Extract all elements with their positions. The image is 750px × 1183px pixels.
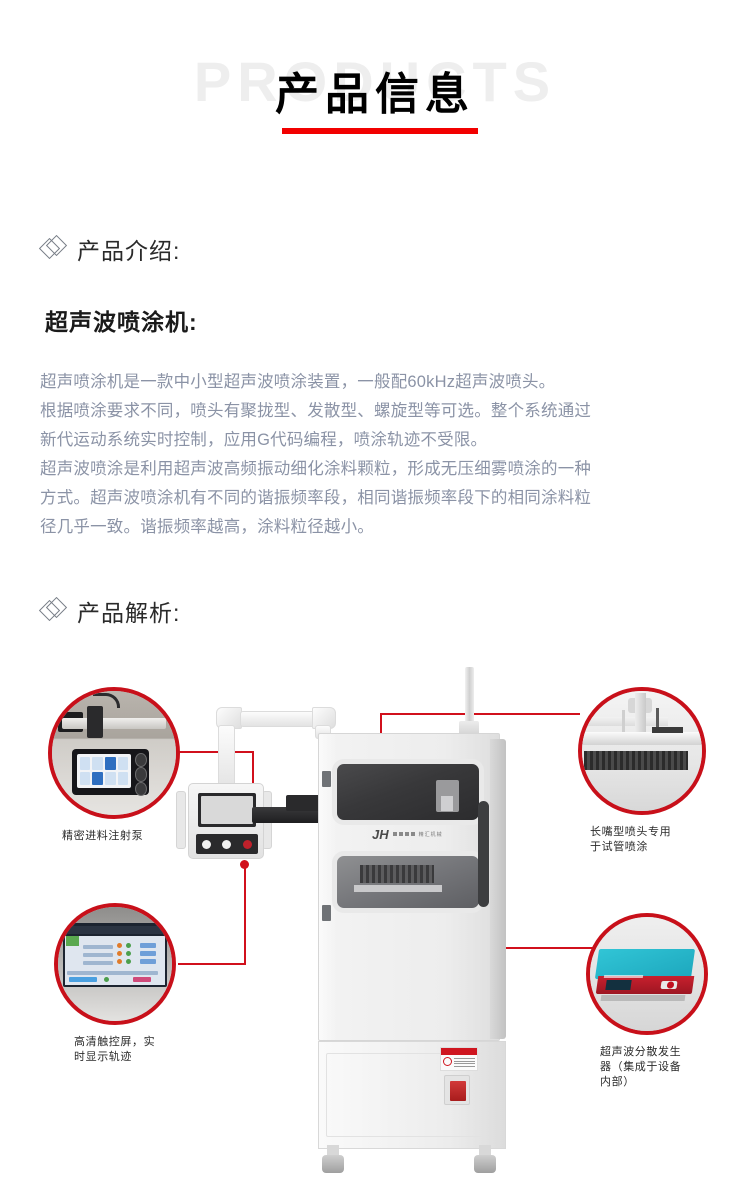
callout-top-left-label: 精密进料注射泵 <box>62 830 144 842</box>
lower-viewing-window <box>332 851 484 913</box>
connector-line-bottom-left <box>178 963 246 965</box>
power-switch[interactable] <box>444 1075 470 1105</box>
door-hinge-bottom <box>322 905 331 921</box>
callout-top-right: 长嘴型喷头专用 于试管喷涂 <box>578 687 706 853</box>
section-heading-analysis-label: 产品解析: <box>77 600 181 626</box>
watermark-text: PRODUCTS <box>193 50 557 113</box>
long-nozzle-gantry-photo <box>578 687 706 815</box>
callout-bottom-right: 超声波分散发生 器（集成于设备 内部） <box>586 913 708 1088</box>
callout-bottom-left: 高清触控屏，实 时显示轨迹 <box>54 903 176 1063</box>
touchscreen-photo <box>54 903 176 1025</box>
double-diamond-icon <box>38 596 68 624</box>
ultrasonic-generator-photo <box>586 913 708 1035</box>
door-hinge-top <box>322 771 331 787</box>
warning-label <box>440 1047 478 1071</box>
double-diamond-icon <box>38 234 68 262</box>
product-diagram: JH 精汇机械 <box>0 655 750 1173</box>
callout-top-right-label: 长嘴型喷头专用 于试管喷涂 <box>590 826 672 853</box>
connector-line-top-left-vertical <box>252 751 254 803</box>
syringe-pump-unit <box>188 783 264 859</box>
duct-downpipe-left <box>218 725 235 791</box>
syringe-pump-photo <box>48 687 180 819</box>
duct-horizontal <box>240 711 318 727</box>
vent-rod <box>465 667 474 725</box>
caster-wheel-left <box>322 1145 344 1173</box>
section-heading-intro: 产品介绍: <box>38 232 181 266</box>
machine-logo: JH 精汇机械 <box>372 826 443 842</box>
page-header: PRODUCTS 产品信息 <box>0 0 750 200</box>
callout-bottom-right-label: 超声波分散发生 器（集成于设备 内部） <box>600 1046 682 1088</box>
connector-line-top-right <box>380 713 580 715</box>
callout-bottom-left-label: 高清触控屏，实 时显示轨迹 <box>74 1036 156 1063</box>
product-subtitle: 超声波喷涂机: <box>45 309 198 335</box>
callout-top-left: 精密进料注射泵 <box>48 687 180 842</box>
title-underline <box>282 128 478 134</box>
connector-line-bottom-left-vertical <box>244 867 246 963</box>
pump-arm-left <box>176 791 186 849</box>
product-description: 超声喷涂机是一款中小型超声波喷涂装置，一般配60kHz超声波喷头。 根据喷涂要求… <box>40 373 592 536</box>
stage-clamp <box>286 795 320 811</box>
upper-viewing-window <box>332 759 484 825</box>
door-handle[interactable] <box>478 801 489 907</box>
section-heading-intro-label: 产品介绍: <box>77 238 181 264</box>
section-heading-analysis: 产品解析: <box>38 594 181 628</box>
pump-display <box>198 793 256 827</box>
caster-wheel-right <box>474 1145 496 1173</box>
connector-dot-bottom-left <box>240 860 249 869</box>
sample-stage <box>252 807 332 823</box>
vent-rod-base <box>459 721 479 735</box>
pump-buttons <box>196 834 258 854</box>
base-panel <box>326 1053 486 1137</box>
connector-line-top-left <box>178 751 254 753</box>
machine-side-panel <box>490 739 506 1039</box>
page-title: 产品信息 <box>275 70 475 119</box>
